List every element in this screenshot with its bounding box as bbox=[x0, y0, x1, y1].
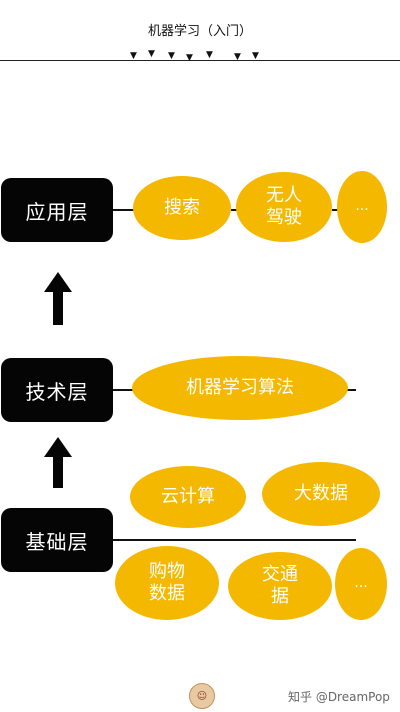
up-arrow-icon bbox=[44, 437, 72, 457]
node-cloud-computing: 云计算 bbox=[130, 466, 246, 528]
node-application-more: ... bbox=[337, 171, 387, 243]
node-data-more: ... bbox=[335, 548, 387, 620]
connector-line bbox=[113, 209, 135, 211]
watermark-text: 知乎 @DreamPop bbox=[288, 690, 390, 704]
up-arrow-icon bbox=[44, 272, 72, 292]
bird-icon: ▼ bbox=[186, 53, 193, 63]
bird-icon: ▼ bbox=[252, 51, 259, 61]
connector-line bbox=[231, 209, 237, 211]
bird-icon: ▼ bbox=[168, 51, 175, 61]
node-self-driving: 无人 驾驶 bbox=[236, 172, 332, 242]
bird-wire-line bbox=[0, 60, 400, 61]
technology-layer-label: 技术层 bbox=[25, 379, 89, 404]
node-ml-algorithms: 机器学习算法 bbox=[132, 356, 348, 420]
foundation-layer-box: 基础层 bbox=[1, 508, 113, 572]
avatar: ☺ bbox=[189, 683, 215, 709]
node-shopping-data: 购物 数据 bbox=[115, 546, 219, 620]
node-traffic-data: 交通 据 bbox=[228, 552, 332, 620]
bird-icon: ▼ bbox=[234, 52, 241, 62]
up-arrow-shaft bbox=[53, 456, 63, 488]
foundation-layer-label: 基础层 bbox=[25, 529, 89, 554]
application-layer-label: 应用层 bbox=[25, 199, 89, 224]
application-layer-box: 应用层 bbox=[1, 178, 113, 242]
node-search: 搜索 bbox=[133, 176, 231, 240]
connector-line bbox=[332, 209, 338, 211]
bird-icon: ▼ bbox=[206, 50, 213, 60]
connector-line bbox=[113, 539, 356, 541]
bird-icon: ▼ bbox=[148, 49, 155, 59]
bird-icon: ▼ bbox=[130, 51, 137, 61]
diagram-title: 机器学习（入门） bbox=[147, 24, 252, 39]
up-arrow-shaft bbox=[53, 291, 63, 325]
node-big-data: 大数据 bbox=[262, 462, 380, 526]
technology-layer-box: 技术层 bbox=[1, 358, 113, 422]
